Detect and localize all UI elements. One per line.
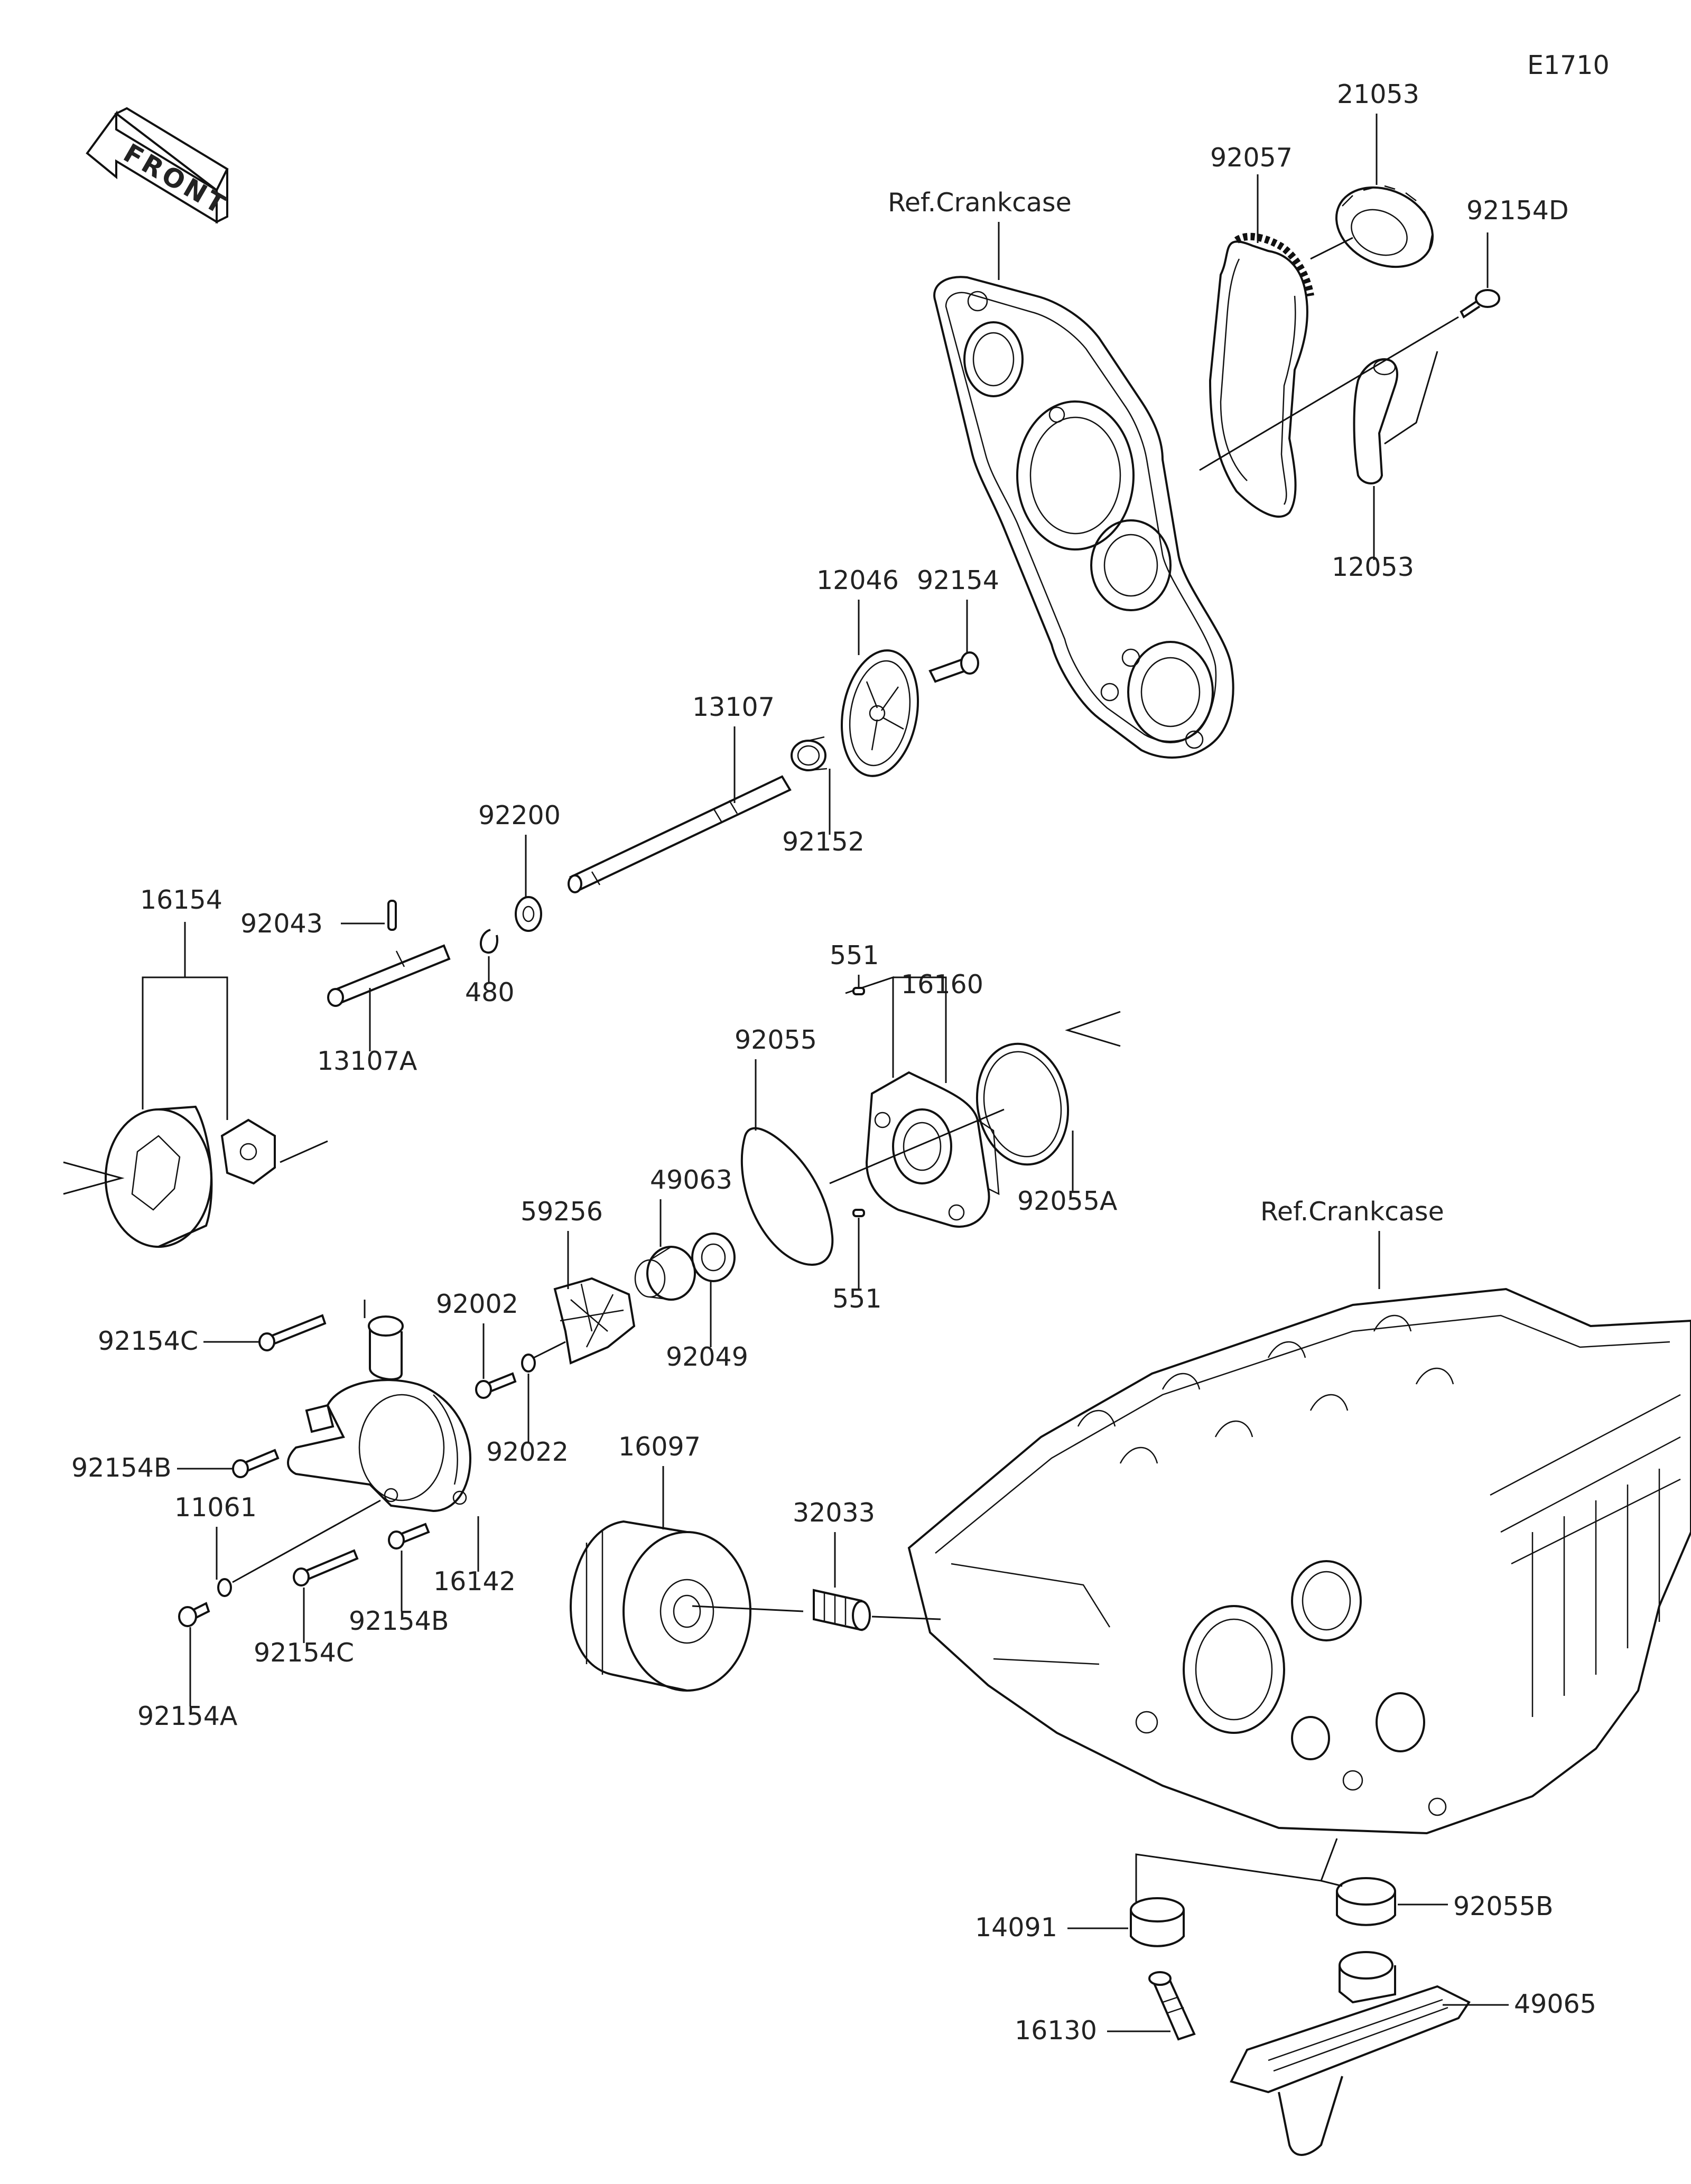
- washer-92200: [515, 896, 542, 932]
- label-480: 480: [465, 977, 515, 1007]
- shaft-13107: [568, 775, 792, 893]
- water-pump-body-16142: [287, 1315, 472, 1513]
- label-92055: 92055: [735, 1025, 817, 1055]
- label-92022: 92022: [486, 1437, 569, 1467]
- label-16130: 16130: [1015, 2015, 1097, 2046]
- oil-strainer-49065: [1230, 1951, 1471, 2156]
- label-49063: 49063: [650, 1165, 732, 1195]
- label-92154A: 92154A: [137, 1701, 238, 1731]
- shaft-13107A: [327, 944, 451, 1007]
- bolt-16130: [1148, 1971, 1196, 2041]
- label-92152: 92152: [782, 827, 865, 857]
- cam-chain: [1209, 232, 1314, 518]
- chain-guide-12053: [1353, 358, 1398, 484]
- cap-92055B: [1336, 1877, 1396, 1926]
- label-13107A: 13107A: [317, 1046, 417, 1076]
- impeller-59256: [553, 1277, 636, 1365]
- label-92055A: 92055A: [1017, 1186, 1118, 1216]
- label-13107: 13107: [692, 692, 775, 722]
- dowel-551-lower: [852, 1209, 865, 1217]
- label-14091: 14091: [975, 1912, 1057, 1943]
- ref-crankcase-lower: Ref.Crankcase: [1260, 1197, 1444, 1227]
- seal-92049: [691, 1233, 736, 1282]
- damper-14091: [1130, 1897, 1185, 1947]
- circlip-480: [479, 929, 498, 954]
- pump-cover-16160: [865, 1071, 1000, 1228]
- ref-crankcase-upper: Ref.Crankcase: [888, 188, 1072, 218]
- label-16154: 16154: [140, 885, 222, 915]
- label-11061: 11061: [174, 1492, 257, 1523]
- label-32033: 32033: [793, 1498, 875, 1528]
- label-551-lower: 551: [832, 1284, 882, 1314]
- bolt-92154A: [178, 1602, 210, 1627]
- washer-92022: [521, 1354, 536, 1373]
- bolt-92154D: [1460, 289, 1500, 319]
- dowel-551-upper: [852, 987, 865, 995]
- oil-pump-rotor-16154: [105, 1105, 276, 1248]
- sprocket-21053: [1335, 185, 1434, 268]
- label-12046: 12046: [816, 565, 899, 595]
- label-49065: 49065: [1514, 1989, 1596, 2019]
- gear-12046: [840, 649, 919, 777]
- label-551-upper: 551: [830, 940, 879, 970]
- diagram-code: E1710: [1527, 50, 1610, 80]
- oil-filter-16097: [569, 1520, 751, 1692]
- label-16097: 16097: [618, 1432, 701, 1462]
- crankcase-lower: [907, 1287, 1691, 1835]
- label-92154: 92154: [917, 565, 999, 595]
- bolt-92154C-lower: [293, 1549, 359, 1586]
- mechanical-seal-49063: [634, 1246, 696, 1301]
- label-92055B: 92055B: [1453, 1891, 1554, 1921]
- bolt-92002: [475, 1372, 517, 1399]
- front-arrow-icon: FRONT: [86, 107, 233, 224]
- bolt-92154: [928, 651, 979, 683]
- label-16160: 16160: [901, 969, 983, 1000]
- pipe-32033: [813, 1589, 871, 1631]
- label-12053: 12053: [1332, 552, 1414, 582]
- bolt-92154B-upper: [232, 1449, 280, 1478]
- label-92154B-lower: 92154B: [349, 1606, 449, 1636]
- label-92154D: 92154D: [1466, 195, 1569, 226]
- bolt-92154B-lower: [388, 1523, 430, 1550]
- label-21053: 21053: [1337, 79, 1419, 109]
- label-16142: 16142: [433, 1566, 516, 1597]
- collar-92152: [791, 736, 828, 771]
- pin-92043: [387, 900, 397, 931]
- o-ring-92055A: [975, 1042, 1070, 1166]
- label-92043: 92043: [240, 909, 323, 939]
- label-92200: 92200: [478, 800, 561, 830]
- gasket-92055: [740, 1127, 834, 1266]
- label-59256: 59256: [521, 1197, 603, 1227]
- label-92049: 92049: [666, 1342, 748, 1372]
- label-92154B-upper: 92154B: [71, 1453, 172, 1483]
- crankcase-cover-plate: [933, 276, 1234, 759]
- label-92154C-upper: 92154C: [98, 1326, 198, 1356]
- washer-11061: [217, 1578, 232, 1597]
- label-92057: 92057: [1210, 143, 1293, 173]
- bolt-92154C-upper: [258, 1314, 327, 1351]
- label-92002: 92002: [436, 1289, 518, 1319]
